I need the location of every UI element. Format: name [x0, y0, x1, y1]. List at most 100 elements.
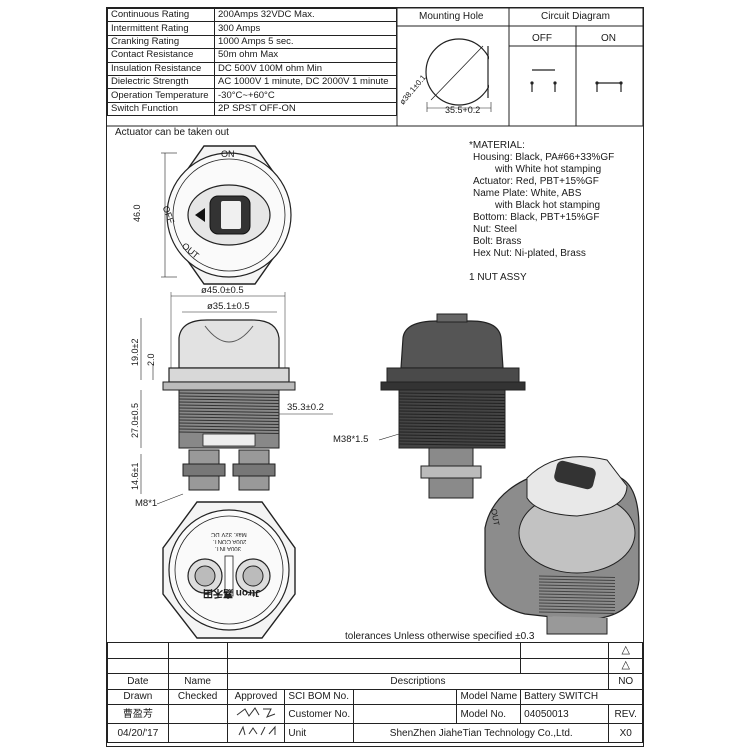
- checked-label: Checked: [167, 688, 228, 705]
- circuit-on: [595, 81, 623, 92]
- spec-value: -30°C~+60°C: [214, 88, 397, 103]
- iso-view: [484, 456, 640, 635]
- dim-27: 27.0±0.5: [130, 403, 140, 438]
- thread-line: [178, 410, 280, 413]
- thread-line: [538, 575, 616, 578]
- bottom-view: [162, 501, 296, 639]
- mounting-hole-drawing: [425, 38, 492, 112]
- thread-line: [398, 434, 506, 437]
- customer-no-label: Customer No.: [284, 704, 355, 724]
- thread-line: [178, 407, 280, 410]
- thread-line: [398, 401, 506, 404]
- thread-line: [398, 392, 506, 395]
- thread-line: [178, 404, 280, 407]
- material-line: Actuator: Red, PBT+15%GF: [473, 176, 599, 187]
- approved-date-signature: [226, 723, 286, 743]
- thread-line: [398, 407, 506, 410]
- material-line: with White hot stamping: [495, 164, 602, 175]
- thread-line: [538, 590, 616, 593]
- dim-m8: M8*1: [135, 498, 158, 509]
- actuator-note: Actuator can be taken out: [115, 127, 229, 138]
- rev-label: REV.: [608, 704, 643, 724]
- thread-line: [538, 596, 616, 599]
- tolerance-note: tolerances Unless otherwise specified ±0…: [345, 631, 535, 642]
- front-on-label: ON: [221, 149, 235, 159]
- thread-line: [178, 425, 280, 428]
- approved-signature: [226, 704, 286, 724]
- side-view-2: [378, 313, 526, 499]
- dim-35: ø35.1±0.5: [207, 301, 250, 312]
- thread-line: [538, 593, 616, 596]
- dim-19: 19.0±2: [130, 338, 140, 366]
- dim-14-6: 14.6±1: [130, 462, 140, 490]
- bottom-int: 300A INT.: [215, 545, 242, 551]
- material-line: Nut: Steel: [473, 224, 517, 235]
- rev-mark-2: △: [608, 657, 643, 674]
- mounting-hole-title: Mounting Hole: [419, 11, 484, 22]
- drawn-by: 曹盈芳: [107, 704, 169, 724]
- thread-line: [178, 401, 280, 404]
- bottom-brand: Jtron 嘉禾田: [203, 587, 261, 598]
- thread-line: [178, 392, 280, 395]
- thread-line: [398, 431, 506, 434]
- material-line: with Black hot stamping: [495, 200, 601, 211]
- front-height-dim: 46.0: [132, 204, 142, 222]
- thread-line: [178, 431, 280, 434]
- spec-label: Switch Function: [107, 101, 215, 117]
- thread-line: [398, 395, 506, 398]
- header-no: NO: [608, 673, 643, 690]
- thread-line: [178, 422, 280, 425]
- material-title: *MATERIAL:: [469, 140, 525, 151]
- spec-label: Operation Temperature: [107, 88, 215, 103]
- thread-line: [178, 413, 280, 416]
- thread-line: [178, 419, 280, 422]
- thread-line: [398, 398, 506, 401]
- circuit-diagram-title: Circuit Diagram: [541, 11, 610, 22]
- thread-line: [538, 581, 616, 584]
- front-view: [161, 145, 292, 285]
- thread-line: [398, 443, 506, 446]
- thread-line: [398, 440, 506, 443]
- drawing-lines: [107, 8, 643, 639]
- thread-line: [178, 398, 280, 401]
- thread-label: M38*1.5: [333, 434, 369, 445]
- model-no: 04050013: [520, 704, 610, 724]
- side-view: [140, 292, 333, 505]
- dim-45: ø45.0±0.5: [201, 285, 244, 296]
- model-name: Battery SWITCH: [520, 688, 643, 705]
- material-line: Housing: Black, PA#66+33%GF: [473, 152, 615, 163]
- model-no-label: Model No.: [456, 704, 522, 724]
- thread-line: [398, 428, 506, 431]
- thread-line: [398, 404, 506, 407]
- spec-value: DC 500V 100M ohm Min: [214, 61, 397, 76]
- thread-line: [398, 413, 506, 416]
- model-name-label: Model Name: [456, 688, 522, 705]
- material-line: Bolt: Brass: [473, 236, 522, 247]
- header-date: Date: [107, 673, 169, 690]
- dim-2: 2.0: [146, 353, 156, 366]
- title-block: △ △ Date Name Descriptions NO Drawn Chec…: [107, 642, 643, 743]
- thread-line: [398, 422, 506, 425]
- company-name: ShenZhen JiaheTian Technology Co.,Ltd.: [353, 723, 610, 743]
- dim-35-3: 35.3±0.2: [287, 402, 324, 413]
- thread-line: [178, 416, 280, 419]
- thread-line: [178, 395, 280, 398]
- thread-line: [398, 425, 506, 428]
- thread-line: [398, 416, 506, 419]
- circuit-on-label: ON: [601, 33, 616, 44]
- thread-line: [538, 611, 616, 614]
- thread-line: [538, 602, 616, 605]
- drawing-date: 04/20/'17: [107, 723, 169, 743]
- spec-value: 2P SPST OFF-ON: [214, 101, 397, 117]
- spec-label: Dielectric Strength: [107, 74, 215, 90]
- thread-line: [538, 584, 616, 587]
- rev-no: X0: [608, 723, 643, 743]
